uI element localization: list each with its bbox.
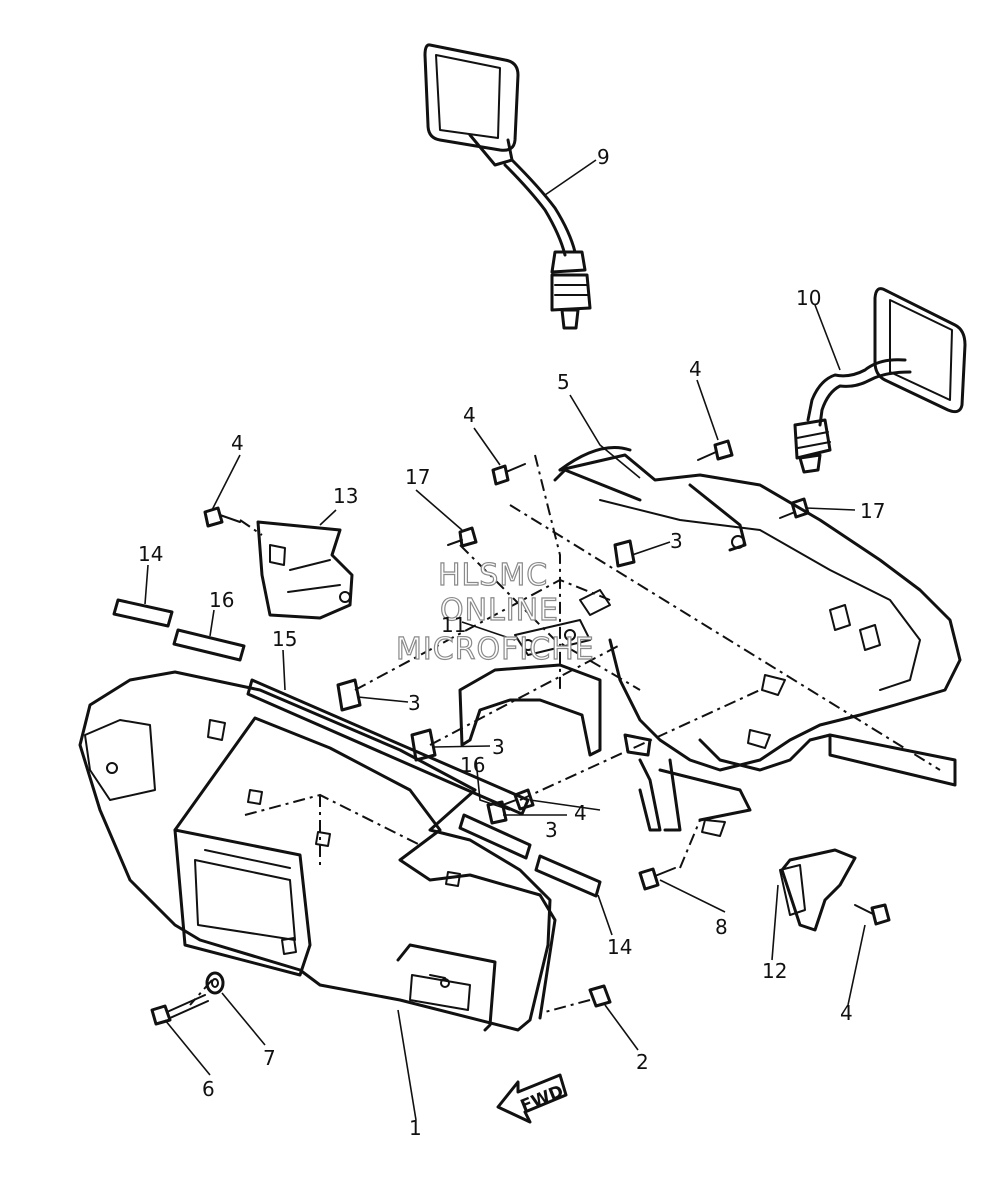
watermark: HLSMC ONLINE MICROFICHE xyxy=(395,557,595,667)
callout-16-right: 16 xyxy=(460,753,485,777)
callout-14-right: 14 xyxy=(607,935,632,959)
watermark-line-2: ONLINE xyxy=(440,593,559,628)
callout-9: 9 xyxy=(597,145,610,169)
right-mirror xyxy=(793,287,967,474)
assembly-lines xyxy=(189,454,941,1013)
callout-4-bottom-right: 4 xyxy=(840,1001,853,1025)
fasteners xyxy=(150,439,891,1026)
front-cowling xyxy=(78,670,557,1032)
callout-5: 5 xyxy=(557,370,570,394)
callout-6: 6 xyxy=(202,1077,215,1101)
callout-11: 11 xyxy=(441,613,466,637)
bracket-12 xyxy=(779,848,857,932)
callout-4-mid: 4 xyxy=(574,801,587,825)
bracket-13 xyxy=(256,520,354,620)
callout-3-mid-left: 3 xyxy=(408,691,421,715)
callout-7: 7 xyxy=(263,1046,276,1070)
callout-4-top-mid: 4 xyxy=(463,403,476,427)
callout-2: 2 xyxy=(636,1050,649,1074)
headlight-stay-frame xyxy=(553,446,962,837)
watermark-line-3: MICROFICHE xyxy=(396,632,595,667)
callout-10: 10 xyxy=(796,286,821,310)
callout-1: 1 xyxy=(409,1116,422,1140)
callout-3-mid: 3 xyxy=(492,735,505,759)
left-mirror xyxy=(423,43,592,330)
callout-labels: 9 10 5 4 4 4 4 4 13 17 17 3 3 3 3 11 14 … xyxy=(138,145,885,1140)
callout-14-left: 14 xyxy=(138,542,163,566)
trim-strips xyxy=(112,598,602,898)
callout-15: 15 xyxy=(272,627,297,651)
leader-lines xyxy=(144,159,866,1121)
forward-direction-arrow: FWD xyxy=(496,1073,568,1124)
callout-17-left: 17 xyxy=(405,465,430,489)
callout-8: 8 xyxy=(715,915,728,939)
fwd-label: FWD xyxy=(518,1082,567,1117)
callout-4-top-right: 4 xyxy=(689,357,702,381)
callout-12: 12 xyxy=(762,959,787,983)
watermark-line-1: HLSMC xyxy=(438,558,548,593)
callout-16-left: 16 xyxy=(209,588,234,612)
callout-3-upper-right: 3 xyxy=(670,529,683,553)
callout-4-top-left: 4 xyxy=(231,431,244,455)
callout-17-right: 17 xyxy=(860,499,885,523)
callout-3-lower: 3 xyxy=(545,818,558,842)
callout-13: 13 xyxy=(333,484,358,508)
